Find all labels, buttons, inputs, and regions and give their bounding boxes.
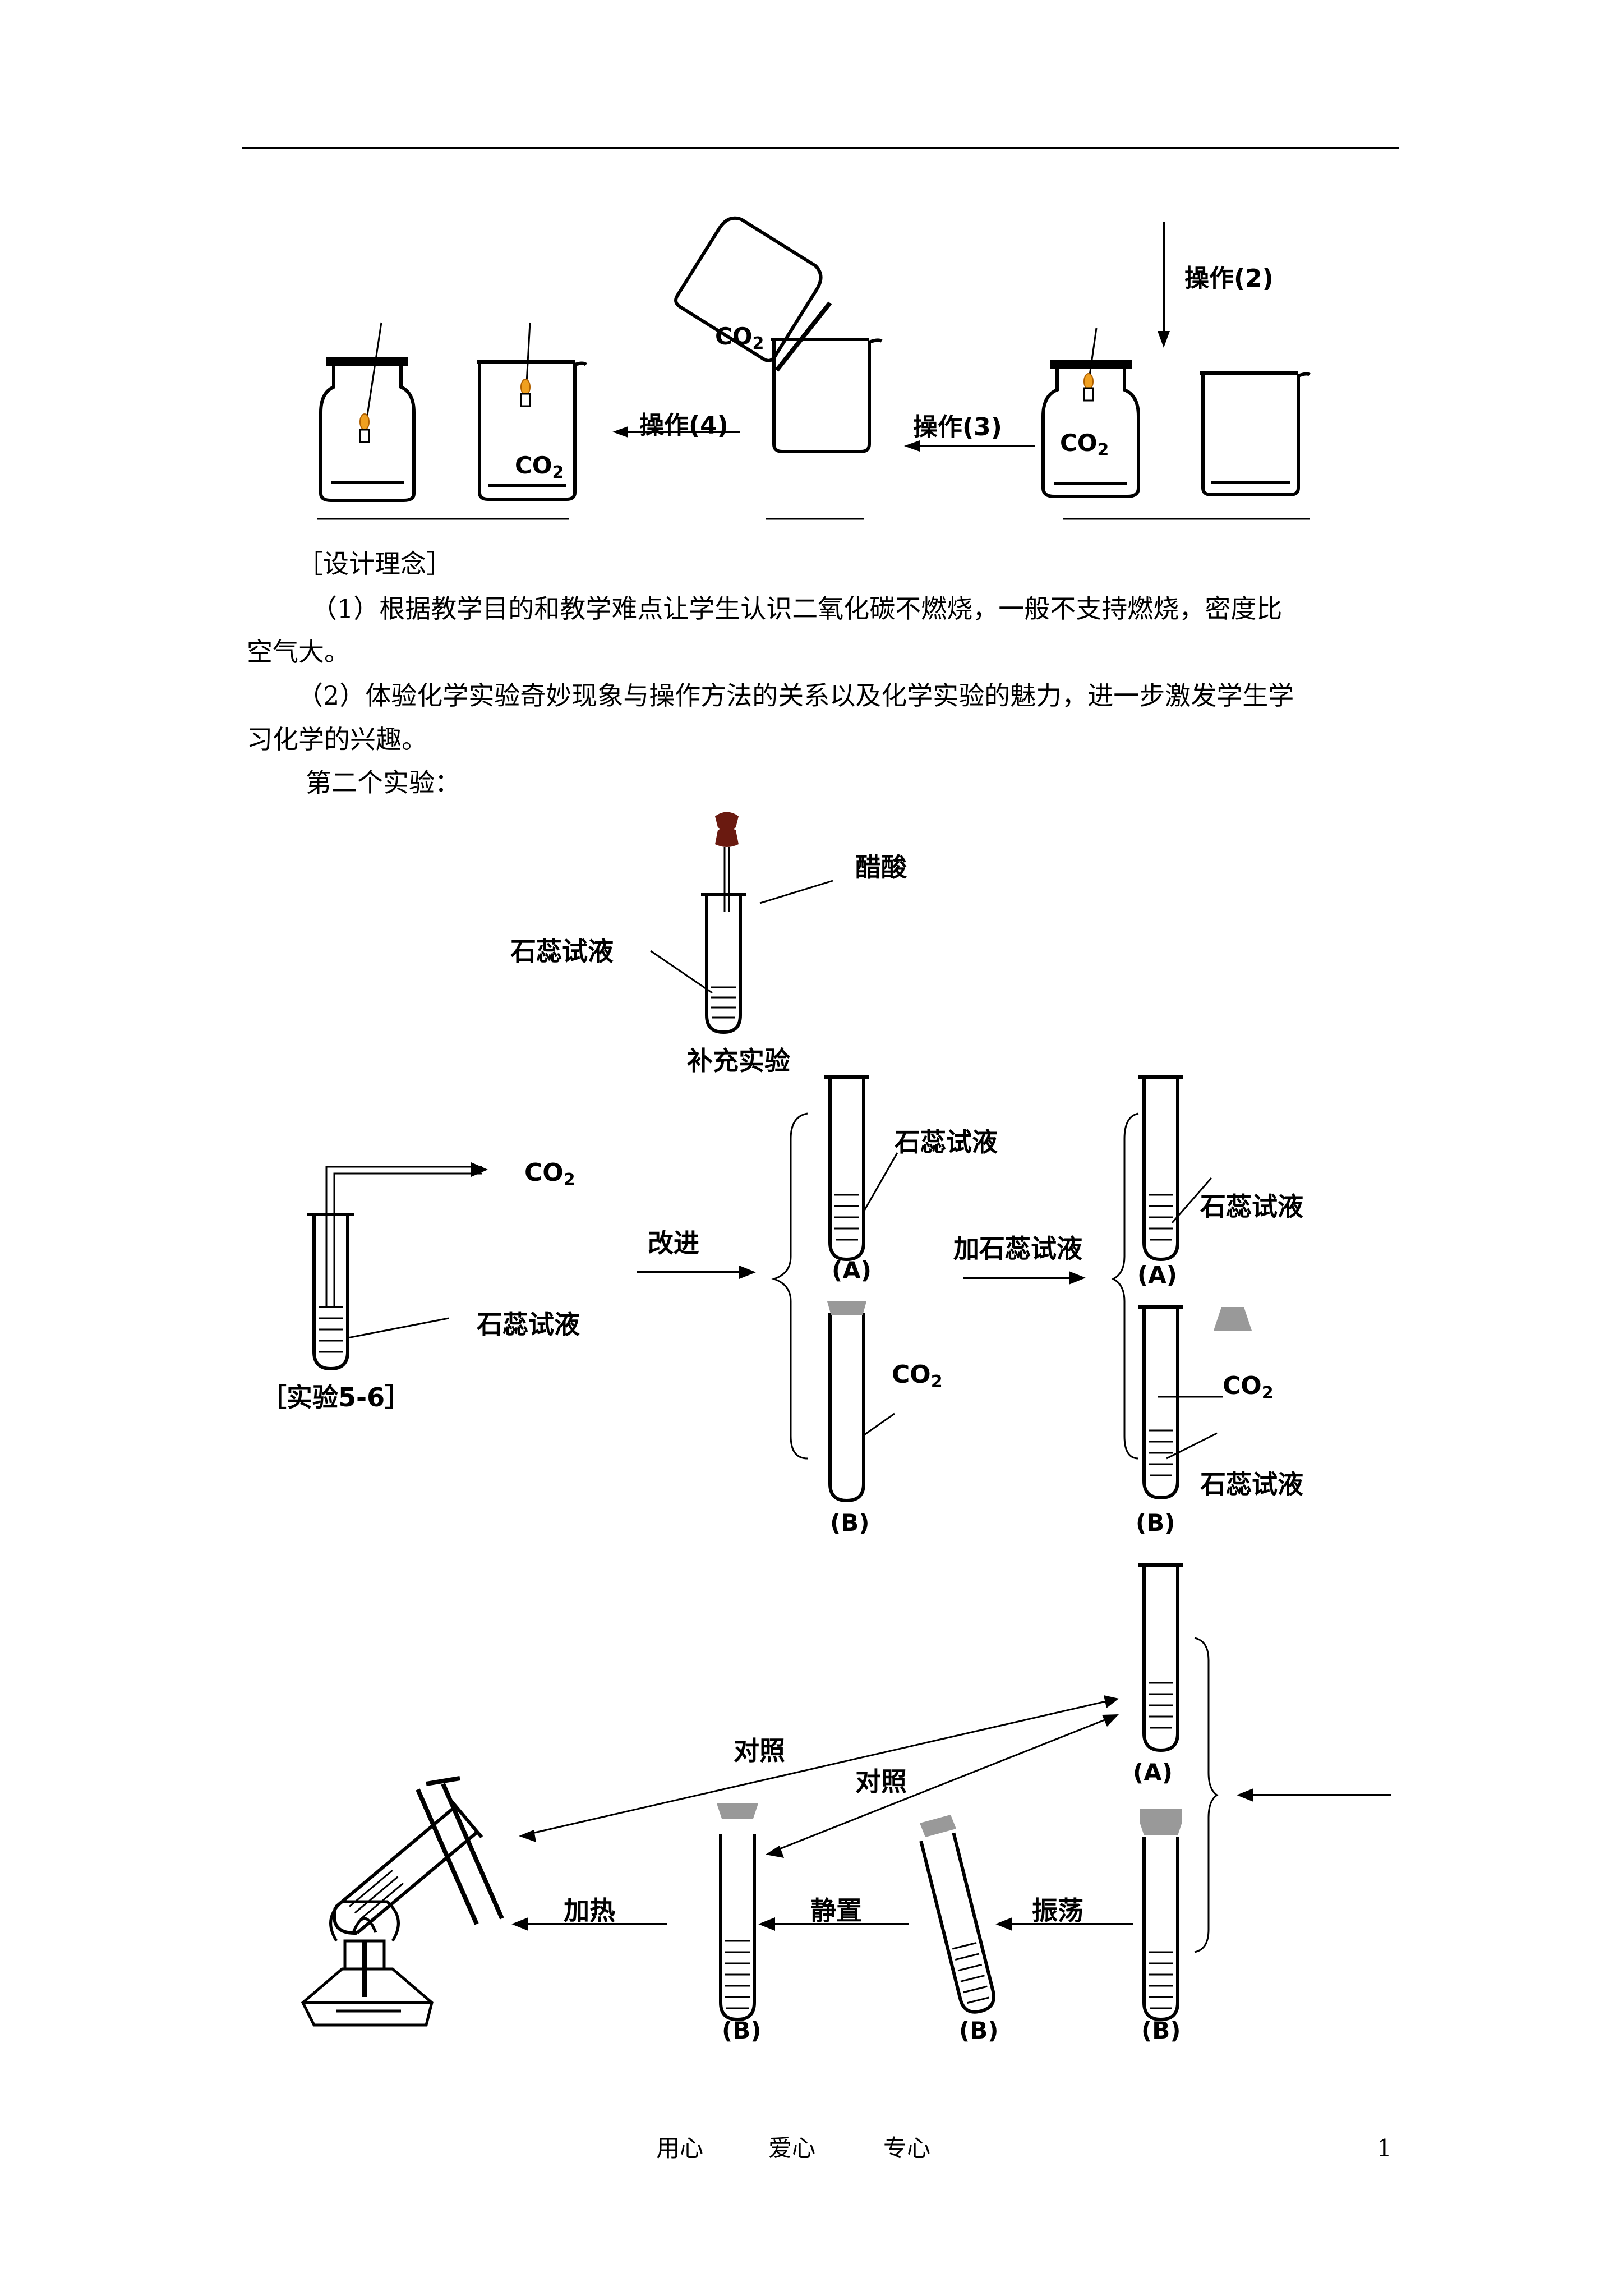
- stopper-A-control: [1140, 1809, 1182, 1823]
- test-tube-A-control: [1142, 1565, 1179, 1752]
- settle-label: 静置: [810, 1895, 862, 1926]
- supplement-label: 补充实验: [687, 1046, 790, 1076]
- design-item2-line2: 习化学的兴趣。: [247, 724, 427, 754]
- beaker-2: [478, 361, 588, 501]
- litmus-label-B-right: 石蕊试液: [1200, 1469, 1303, 1499]
- acetic-acid-label: 醋酸: [855, 852, 907, 882]
- alcohol-lamp: [301, 1900, 434, 2027]
- test-tube-B-tilted: [919, 1832, 995, 2014]
- gas-jar-4: [1041, 366, 1140, 498]
- design-item1-line2: 空气大。: [247, 637, 350, 667]
- co2-label-B-middle: CO2: [892, 1360, 943, 1392]
- litmus-label-A-right: 石蕊试液: [1200, 1191, 1303, 1222]
- litmus-label-supplement: 石蕊试液: [510, 936, 614, 967]
- design-heading: ［设计理念］: [297, 549, 452, 579]
- op2-label: 操作(2): [1184, 264, 1274, 293]
- test-tube-B-middle: [828, 1313, 865, 1503]
- shake-label: 振荡: [1032, 1895, 1083, 1926]
- stopper-loose: [1214, 1307, 1252, 1331]
- co2-beaker-label: CO2: [515, 452, 564, 482]
- stopper-A-bottom: [1140, 1822, 1182, 1835]
- litmus-label-A-middle: 石蕊试液: [895, 1127, 998, 1157]
- label-B-tilted: (B): [959, 2017, 999, 2044]
- label-B-middle: (B): [830, 1509, 870, 1536]
- test-tube-B-right: [1142, 1307, 1179, 1500]
- experiment1-diagram: [317, 216, 1311, 520]
- improve-label: 改进: [648, 1228, 699, 1258]
- add-litmus-label: 加石蕊试液: [953, 1234, 1082, 1264]
- stopper-B-settle: [717, 1803, 758, 1819]
- design-item1-line1: （1）根据教学目的和教学难点让学生认识二氧化碳不燃烧，一般不支持燃烧，密度比: [311, 593, 1283, 624]
- glass-plate-1: [326, 357, 408, 366]
- beaker-5: [1201, 372, 1311, 496]
- litmus-label-5-6: 石蕊试液: [477, 1309, 580, 1340]
- co2-label-B-right: CO2: [1223, 1372, 1274, 1403]
- heat-label: 加热: [564, 1895, 615, 1926]
- label-B-shake: (B): [1141, 2017, 1181, 2044]
- co2-label-5-6: CO2: [524, 1158, 575, 1190]
- header-rule: [242, 147, 1399, 149]
- gas-jar-1: [319, 363, 416, 502]
- footer-motto-2: 爱心: [768, 2134, 816, 2162]
- beaker-3: [772, 338, 883, 453]
- label-A-right: (A): [1137, 1261, 1177, 1289]
- experiment2-diagram: [307, 812, 1252, 1503]
- second-experiment-title: 第二个实验：: [306, 767, 460, 798]
- footer-motto-3: 专心: [883, 2134, 931, 2162]
- test-tube-A-right: [1142, 1077, 1179, 1262]
- op3-label: 操作(3): [913, 413, 1002, 441]
- test-tube-A-middle: [828, 1077, 865, 1262]
- candle-flame: [359, 373, 1094, 430]
- design-item2-line1: （2）体验化学实验奇妙现象与操作方法的关系以及化学实验的魅力，进一步激发学生学: [297, 680, 1294, 711]
- exp56-label: ［实验5-6］: [261, 1382, 411, 1412]
- test-tube-5-6: [312, 1214, 349, 1371]
- test-tube-B-settle: [719, 1834, 756, 2022]
- op4-label: 操作(4): [639, 411, 728, 440]
- stopper-B-tilted: [920, 1815, 956, 1837]
- experiment3-diagram: [301, 1563, 1391, 2027]
- label-A-control: (A): [1133, 1759, 1173, 1786]
- label-B-settle: (B): [722, 2017, 762, 2044]
- heated-test-tube: [333, 1800, 483, 1935]
- footer-motto-1: 用心: [656, 2134, 704, 2162]
- page-number: 1: [1377, 2134, 1392, 2162]
- label-B-right: (B): [1136, 1509, 1175, 1536]
- test-tube-supplement: [705, 895, 742, 1034]
- test-tube-B-shake: [1142, 1837, 1179, 2022]
- test-tube-holder: [416, 1776, 504, 1925]
- contrast-label-2: 对照: [855, 1766, 907, 1797]
- stopper-B-middle: [827, 1301, 866, 1315]
- co2-jar-label: CO2: [1060, 429, 1109, 460]
- contrast-label-1: 对照: [734, 1736, 785, 1766]
- label-A-middle: (A): [832, 1257, 872, 1284]
- co2-pour-label: CO2: [715, 323, 764, 353]
- dropper-bulb: [715, 812, 739, 847]
